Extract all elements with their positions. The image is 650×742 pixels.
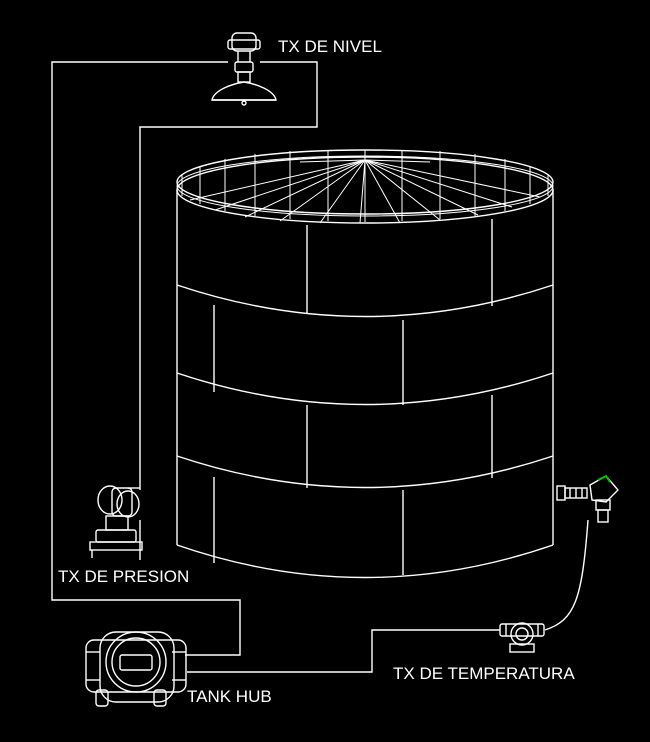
tank-hub-icon (85, 631, 187, 707)
storage-tank (176, 149, 554, 579)
signal-wiring (51, 61, 589, 673)
status-indicator-icon (597, 474, 611, 483)
wire-level-to-hub (51, 61, 241, 656)
tank-bottom (176, 544, 554, 579)
tank-seam-3 (176, 455, 554, 489)
tank-handrail (176, 150, 554, 222)
wire-hub-to-temperature (187, 629, 500, 673)
tank-seam-1 (176, 284, 554, 318)
tank-seam-2 (176, 372, 554, 406)
pressure-transmitter-icon (89, 485, 143, 560)
pressure-transmitter-label: TX DE PRESION (58, 567, 190, 586)
level-transmitter-icon (211, 32, 277, 106)
wire-temperature-to-tank (544, 519, 589, 631)
temperature-transmitter-icon (499, 622, 545, 653)
temperature-transmitter-label: TX DE TEMPERATURA (393, 664, 575, 683)
wire-level-to-pressure (139, 61, 318, 490)
temperature-sensor-icon (556, 475, 619, 523)
level-transmitter-label: TX DE NIVEL (278, 37, 382, 56)
tank-hub-label: TANK HUB (187, 687, 272, 706)
